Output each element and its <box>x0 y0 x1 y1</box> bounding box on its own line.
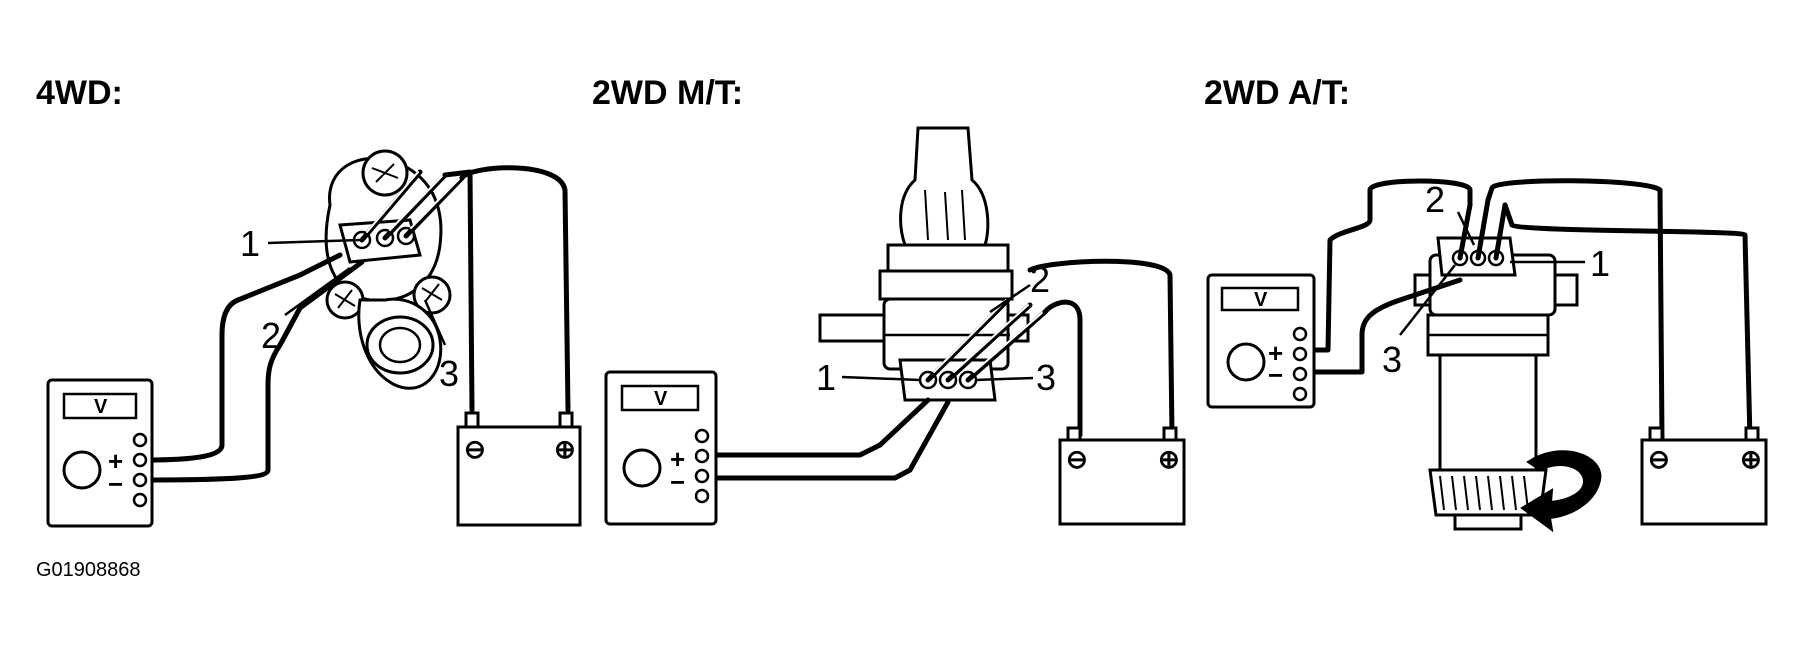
callout-2: 2 <box>261 315 281 356</box>
meter-plus: + <box>108 446 123 476</box>
panel-4wd: 4WD: V <box>36 74 582 528</box>
callout-1: 1 <box>816 357 836 398</box>
callout-1: 1 <box>240 223 260 264</box>
battery: ⊖ ⊕ <box>1058 426 1186 526</box>
battery: ⊖ ⊕ <box>1640 426 1768 526</box>
battery-negative: ⊖ <box>1066 444 1088 474</box>
panel-2wd-at: 2WD A/T: V <box>1204 74 1768 533</box>
speed-sensor-2wd-mt <box>818 126 1030 402</box>
meter-label: V <box>654 388 668 410</box>
rotation-arrow-icon <box>1520 450 1602 533</box>
callout-3: 3 <box>439 353 459 394</box>
battery-positive: ⊕ <box>1158 444 1180 474</box>
meter-minus: − <box>108 469 123 499</box>
figure-code: G01908868 <box>36 559 141 581</box>
battery-positive: ⊕ <box>554 434 576 464</box>
callout-3: 3 <box>1036 357 1056 398</box>
meter-label: V <box>1254 289 1268 311</box>
callout-1: 1 <box>1590 243 1610 284</box>
meter-minus: − <box>670 467 685 497</box>
battery-negative: ⊖ <box>464 434 486 464</box>
callout-2: 2 <box>1030 259 1050 300</box>
battery-negative: ⊖ <box>1648 444 1670 474</box>
speed-sensor-2wd-at <box>1413 236 1579 531</box>
voltmeter: V + − <box>1206 273 1316 409</box>
callout-3: 3 <box>1382 339 1402 380</box>
meter-plus: + <box>1268 338 1283 368</box>
callout-2: 2 <box>1425 179 1445 220</box>
battery-positive: ⊕ <box>1740 444 1762 474</box>
panel-heading: 2WD M/T: <box>592 74 743 112</box>
battery: ⊖ ⊕ <box>456 411 582 527</box>
voltmeter: V + − <box>604 370 718 526</box>
meter-minus: − <box>1268 360 1283 390</box>
meter-label: V <box>94 396 108 418</box>
voltmeter: V + − <box>46 378 154 528</box>
panel-2wd-mt: 2WD M/T: V <box>592 74 1186 526</box>
panel-heading: 2WD A/T: <box>1204 74 1350 112</box>
meter-plus: + <box>670 444 685 474</box>
panel-heading: 4WD: <box>36 74 123 112</box>
